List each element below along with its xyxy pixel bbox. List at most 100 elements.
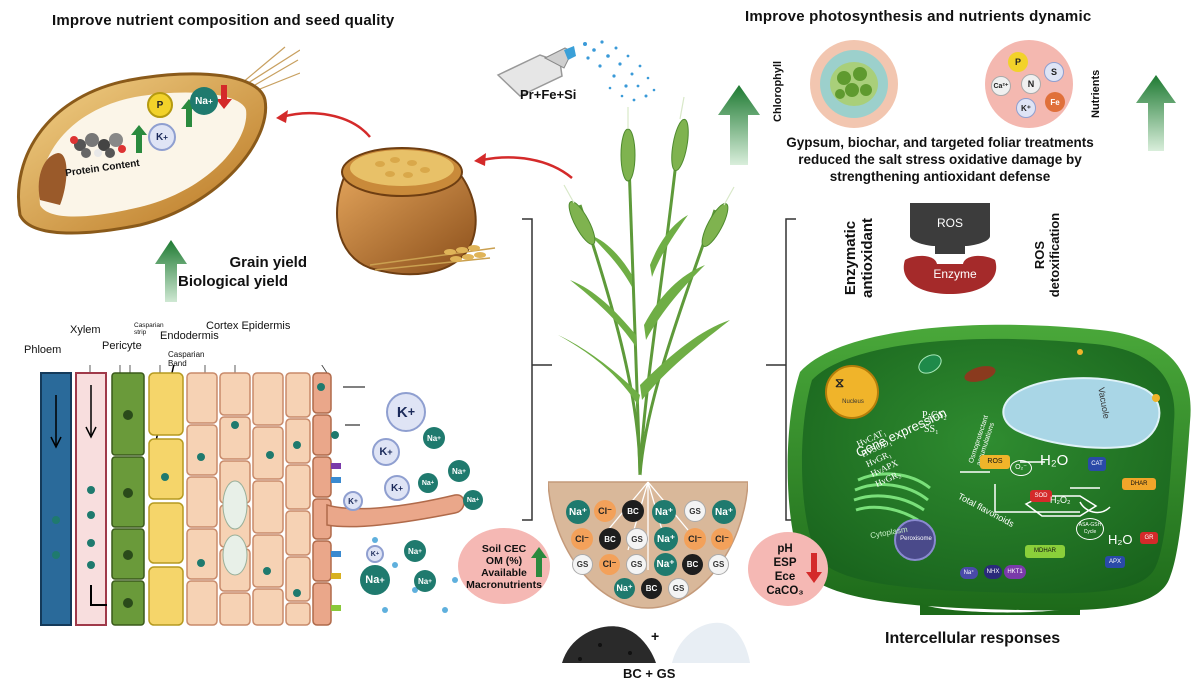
soil-properties-increase-box (458, 528, 550, 604)
potassium-ion-seed: K+ (148, 123, 176, 151)
na-ion-5-label: Na (407, 546, 419, 556)
pericyte-label: Pericyte (102, 340, 142, 352)
nutrient-s-label: S (1050, 67, 1057, 77)
na-ion-large-label: Na (365, 574, 380, 586)
soil-ion-label: Cl⁻ (715, 533, 729, 544)
om-label: OM (%) (485, 555, 523, 567)
k-ion-large-charge: + (407, 405, 416, 419)
soil-ion: BC (622, 500, 644, 522)
k-ion-2-label: K (379, 446, 388, 458)
soil-increase-arrow (531, 547, 547, 577)
na-ion-1-label: Na (426, 433, 438, 443)
soil-ion: Cl⁻ (594, 500, 616, 522)
soil-ion: GS (668, 578, 689, 599)
soil-ion-label: BC (645, 584, 658, 593)
k-ion-5-label: K (370, 550, 376, 558)
sod-badge: SOD (1030, 490, 1052, 502)
intercellular-responses-title: Intercellular responses (885, 630, 1061, 647)
p-label: P (156, 99, 164, 111)
amendment-piles (562, 622, 750, 663)
soil-ion-label: Cl⁻ (575, 533, 589, 544)
biological-yield-label: Biological yield (178, 273, 289, 290)
wheat-plant-illustration (558, 96, 735, 485)
mdhar-badge: MDHAR (1025, 545, 1065, 558)
arrow-sack-to-seed (276, 110, 371, 138)
soil-ion-label: Na⁺ (616, 583, 633, 593)
caco3-label: CaCO₃ (766, 585, 804, 597)
soil-ion-label: Cl⁻ (688, 533, 702, 544)
photosynthesis-up-arrow (718, 85, 760, 165)
casparian-strip-label: Casparian strip (134, 322, 164, 336)
dhar-badge: DHAR (1122, 478, 1156, 490)
soil-ion: Cl⁻ (711, 528, 733, 550)
na-ion-2-charge: + (462, 467, 467, 475)
soil-properties-increase-text: Soil CEC OM (%) Available Macronutrients (458, 543, 550, 591)
soil-ion: Na⁺ (652, 500, 676, 524)
soil-ion: BC (599, 528, 621, 550)
soil-ion-label: Na⁺ (714, 506, 734, 518)
apx-badge: APX (1105, 556, 1125, 568)
na-label: Na (195, 95, 208, 107)
nutrient-p-label: P (1014, 57, 1021, 67)
soil-ion-label: Na⁺ (568, 506, 588, 518)
soil-ion-label: Na⁺ (656, 533, 676, 545)
soil-ion-label: BC (627, 506, 639, 516)
soil-ion: Cl⁻ (684, 528, 706, 550)
na-ion-4-charge: + (475, 497, 480, 503)
asa-gsh-cycle: ASA-GSH Cycle (1076, 518, 1104, 540)
soil-ion-label: GS (689, 506, 701, 516)
enzyme-label: Enzyme (933, 267, 977, 281)
chloroplast-illustration (810, 40, 898, 128)
k-ion-4-label: K (348, 496, 354, 506)
soil-properties-decrease-text: pH ESP Ece CaCO₃ (748, 542, 822, 598)
k-ion-5: K+ (366, 545, 384, 563)
peroxisome-label: Peroxisome (900, 536, 932, 542)
na-ion-5: Na+ (404, 540, 426, 562)
nutrient-k: K⁺ (1016, 98, 1036, 118)
na-ion-1-charge: + (437, 434, 442, 442)
soil-ion-label: Cl⁻ (598, 505, 612, 516)
nutrient-ca-label: Ca²⁺ (993, 83, 1009, 90)
soil-ion: GS (572, 554, 593, 575)
ros-detoxification-label: ROS detoxification (1032, 212, 1062, 298)
sodium-ion-seed: Na+ (190, 87, 218, 115)
k-ion-2-charge: + (387, 447, 393, 457)
nucleus-label: Nucleus (842, 399, 864, 405)
soil-ion-label: BC (604, 534, 616, 544)
xylem-label: Xylem (70, 324, 101, 336)
soil-ion-label: GS (576, 560, 589, 569)
dna-icon: ⧖ (835, 375, 845, 390)
soil-ion: GS (684, 500, 706, 522)
na-ion-3-charge: + (430, 480, 435, 486)
ece-label: Ece (774, 571, 796, 583)
nutrient-fe: Fe (1045, 92, 1065, 112)
grain-sack-illustration (336, 147, 496, 276)
ros-enzyme-illustration (903, 203, 997, 294)
endodermis-label: Endodermis (160, 330, 219, 342)
k-ion-2: K+ (372, 438, 400, 466)
na-ion-6: Na+ (414, 570, 436, 592)
soil-ion: BC (641, 578, 662, 599)
arrow-plant-to-sack (474, 153, 573, 179)
na-transporter: Na⁺ (960, 567, 978, 579)
h2o-bottom-label: H₂O (1108, 532, 1133, 547)
soil-ion-label: GS (630, 560, 643, 569)
nutrient-fe-label: Fe (1050, 97, 1060, 107)
soil-ion: Na⁺ (614, 578, 635, 599)
k-ion-large-label: K (396, 403, 408, 421)
k-ion-3-label: K (390, 482, 399, 494)
plus-sign: + (651, 628, 660, 644)
k-ion-4: K+ (343, 491, 363, 511)
na-charge: + (207, 96, 213, 106)
ss-label: SS₁ (924, 424, 939, 435)
ph-label: pH (777, 543, 793, 555)
na-ion-3: Na+ (418, 473, 438, 493)
chlorophyll-label: Chlorophyll (772, 60, 784, 122)
soil-ion-label: GS (631, 534, 643, 544)
na-ion-2-label: Na (451, 466, 463, 476)
soil-ion: Cl⁻ (571, 528, 593, 550)
k-ion-3-charge: + (398, 483, 404, 493)
na-ion-3-label: Na (421, 479, 431, 487)
phloem-label: Phloem (24, 344, 62, 356)
soil-ion-label: BC (686, 560, 699, 569)
